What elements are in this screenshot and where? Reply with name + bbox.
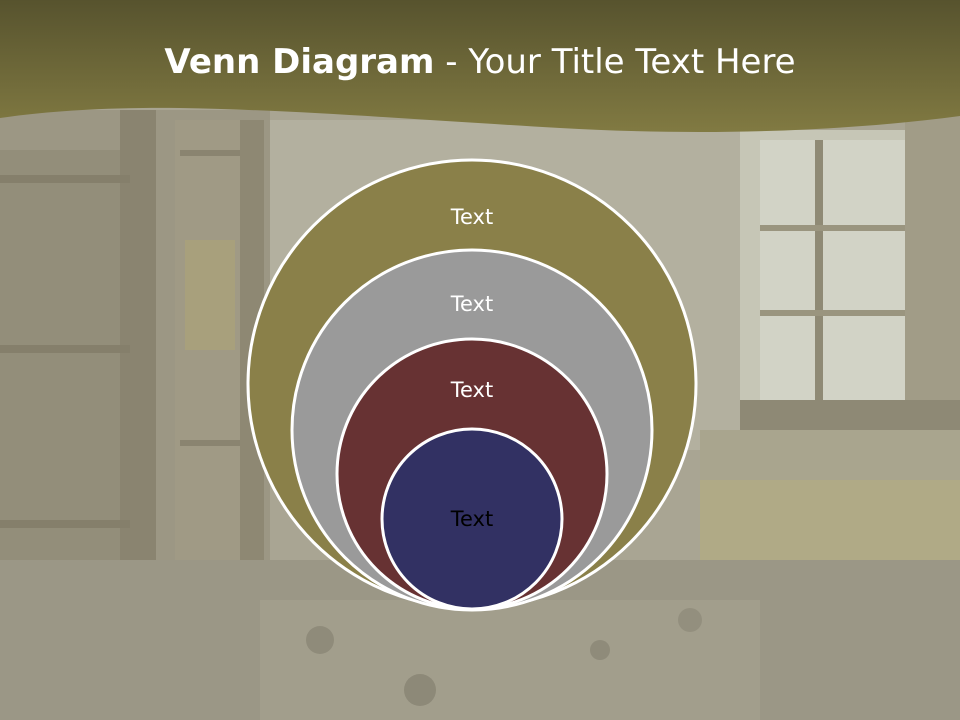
circle-inner[interactable] — [380, 427, 564, 611]
circle-second-label: Text — [450, 292, 494, 316]
title-bold: Venn Diagram — [164, 42, 435, 82]
title-banner — [0, 0, 960, 132]
title-rest: Your Title Text Here — [468, 42, 796, 82]
circle-outer-label: Text — [450, 205, 494, 229]
title-separator: - — [434, 42, 469, 82]
slide-title: Venn Diagram - Your Title Text Here — [0, 40, 960, 84]
circle-third-label: Text — [450, 378, 494, 402]
circle-inner-label: Text — [450, 507, 494, 531]
